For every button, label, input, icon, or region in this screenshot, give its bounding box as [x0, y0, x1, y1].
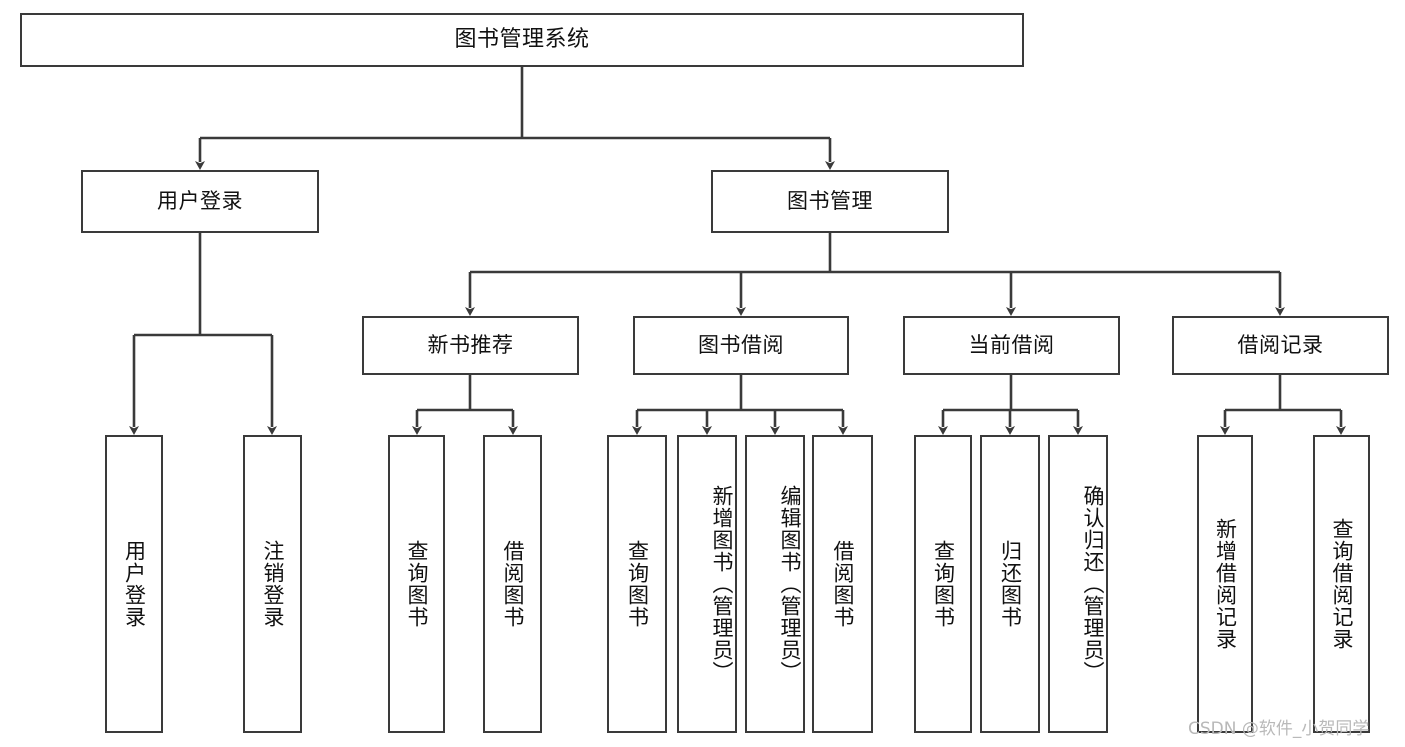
- leaf-edit-book-admin[interactable]: 编辑图书（管理员）: [745, 435, 805, 733]
- node-book-management[interactable]: 图书管理: [711, 170, 949, 233]
- leaf-user-logout[interactable]: 注销登录: [243, 435, 302, 733]
- leaf-return-book[interactable]: 归还图书: [980, 435, 1040, 733]
- leaf-query-book-current-label: 查询图书: [931, 540, 956, 628]
- node-user-login[interactable]: 用户登录: [81, 170, 319, 233]
- leaf-return-book-label: 归还图书: [998, 540, 1023, 628]
- leaf-user-logout-label: 注销登录: [260, 540, 285, 628]
- leaf-confirm-return-admin-label: 确认归还（管理员）: [1081, 485, 1105, 683]
- node-current-borrow[interactable]: 当前借阅: [903, 316, 1120, 375]
- node-borrow-records-label: 借阅记录: [1237, 332, 1324, 357]
- node-user-login-label: 用户登录: [157, 188, 243, 213]
- leaf-borrow-book[interactable]: 借阅图书: [812, 435, 873, 733]
- node-book-management-label: 图书管理: [787, 188, 873, 213]
- leaf-query-book-new-label: 查询图书: [404, 540, 429, 628]
- leaf-borrow-book-new-label: 借阅图书: [500, 540, 525, 628]
- node-new-book-recommend-label: 新书推荐: [427, 332, 514, 357]
- leaf-confirm-return-admin[interactable]: 确认归还（管理员）: [1048, 435, 1108, 733]
- leaf-query-book-borrow[interactable]: 查询图书: [607, 435, 667, 733]
- leaf-add-borrow-record[interactable]: 新增借阅记录: [1197, 435, 1253, 733]
- leaf-user-login[interactable]: 用户登录: [105, 435, 163, 733]
- leaf-query-book-borrow-label: 查询图书: [625, 540, 650, 628]
- leaf-add-book-admin[interactable]: 新增图书（管理员）: [677, 435, 737, 733]
- node-book-borrow[interactable]: 图书借阅: [633, 316, 849, 375]
- leaf-borrow-book-new[interactable]: 借阅图书: [483, 435, 542, 733]
- leaf-query-borrow-record[interactable]: 查询借阅记录: [1313, 435, 1370, 733]
- leaf-add-book-admin-label: 新增图书（管理员）: [710, 485, 734, 683]
- watermark: CSDN @软件_小贺同学: [1188, 719, 1370, 739]
- leaf-borrow-book-label: 借阅图书: [830, 540, 855, 628]
- node-root-label: 图书管理系统: [454, 26, 590, 52]
- leaf-user-login-label: 用户登录: [122, 540, 147, 628]
- node-root[interactable]: 图书管理系统: [20, 13, 1024, 67]
- node-current-borrow-label: 当前借阅: [968, 332, 1055, 357]
- node-borrow-records[interactable]: 借阅记录: [1172, 316, 1389, 375]
- leaf-edit-book-admin-label: 编辑图书（管理员）: [778, 485, 802, 683]
- leaf-add-borrow-record-label: 新增借阅记录: [1213, 518, 1238, 650]
- node-book-borrow-label: 图书借阅: [698, 332, 784, 357]
- leaf-query-borrow-record-label: 查询借阅记录: [1329, 518, 1354, 650]
- leaf-query-book-new[interactable]: 查询图书: [388, 435, 445, 733]
- leaf-query-book-current[interactable]: 查询图书: [914, 435, 972, 733]
- node-new-book-recommend[interactable]: 新书推荐: [362, 316, 579, 375]
